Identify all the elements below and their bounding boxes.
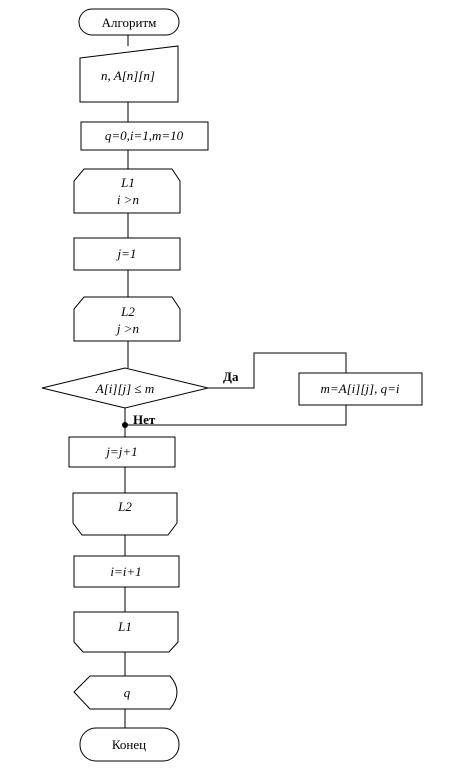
connectors bbox=[122, 35, 347, 728]
loop1-end-label: L1 bbox=[117, 619, 132, 634]
inc-i-process bbox=[73, 555, 180, 588]
set-j-process bbox=[73, 237, 181, 271]
end-terminator bbox=[79, 727, 180, 762]
yes-branch-line bbox=[208, 352, 347, 389]
start-label: Алгоритм bbox=[102, 15, 157, 30]
merge-line bbox=[125, 405, 347, 426]
decision-label: A[i][j] ≤ m bbox=[95, 381, 154, 396]
assign-label: m=A[i][j], q=i bbox=[321, 381, 400, 396]
init-process bbox=[80, 121, 209, 151]
assign-process bbox=[298, 372, 423, 406]
loop1-start-cond: i >n bbox=[117, 192, 139, 207]
decision-diamond bbox=[41, 367, 209, 409]
loop1-start-name: L1 bbox=[120, 175, 135, 190]
loop1-start bbox=[73, 168, 181, 214]
no-label: Нет bbox=[133, 412, 156, 427]
loop2-start-cond: j >n bbox=[115, 321, 139, 336]
loop2-start-name: L2 bbox=[120, 304, 135, 319]
init-label: q=0,i=1,m=10 bbox=[105, 128, 184, 143]
inc-j-process bbox=[68, 436, 176, 468]
loop2-end bbox=[72, 492, 178, 536]
loop2-end-label: L2 bbox=[117, 499, 132, 514]
output-label: q bbox=[124, 685, 131, 700]
junction-dot bbox=[122, 422, 128, 428]
input-block bbox=[79, 45, 179, 103]
input-label: n, A[n][n] bbox=[101, 68, 155, 83]
loop2-start bbox=[73, 296, 181, 342]
inc-i-label: i=i+1 bbox=[110, 564, 141, 579]
yes-label: Да bbox=[223, 369, 239, 384]
start-terminator bbox=[78, 8, 180, 36]
inc-j-label: j=j+1 bbox=[104, 444, 137, 459]
end-label: Конец bbox=[112, 737, 146, 752]
loop1-end bbox=[73, 611, 179, 653]
output-display bbox=[73, 675, 178, 710]
set-j-label: j=1 bbox=[116, 246, 137, 261]
